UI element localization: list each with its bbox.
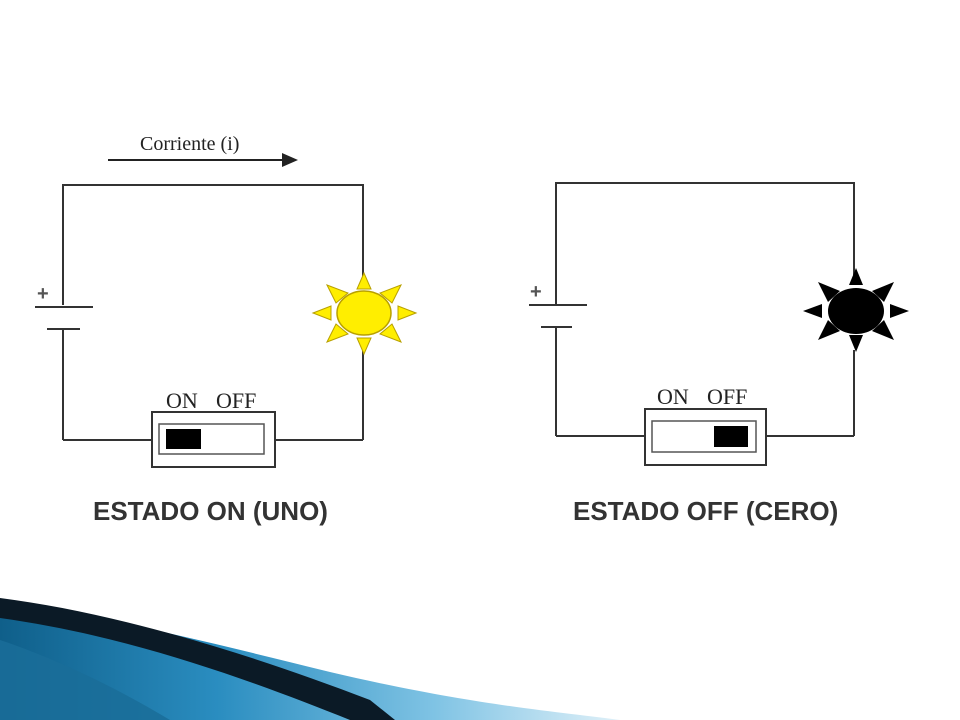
left-circuit: Corriente (i) + ON OFF bbox=[35, 133, 418, 526]
left-circuit-caption: ESTADO ON (UNO) bbox=[93, 496, 328, 526]
right-battery-plus-sign: + bbox=[530, 281, 542, 303]
right-switch-off-label: OFF bbox=[707, 384, 747, 409]
left-lamp-lit-icon bbox=[311, 271, 418, 356]
footer-swoosh bbox=[0, 598, 620, 720]
current-arrow-head-icon bbox=[282, 153, 298, 167]
footer-swoosh-dark bbox=[0, 598, 395, 720]
right-lamp-dark-icon bbox=[803, 268, 909, 352]
left-switch-off-label: OFF bbox=[216, 388, 256, 413]
left-lamp-bulb bbox=[336, 290, 392, 336]
left-wire-top bbox=[62, 184, 364, 305]
current-label: Corriente (i) bbox=[140, 133, 239, 155]
left-switch-on-label: ON bbox=[166, 388, 198, 413]
left-switch-knob-on bbox=[166, 429, 201, 449]
right-circuit-caption: ESTADO OFF (CERO) bbox=[573, 496, 838, 526]
right-switch-on-label: ON bbox=[657, 384, 689, 409]
right-switch-knob-off bbox=[714, 426, 748, 447]
right-lamp-bulb bbox=[828, 288, 884, 334]
right-wire-top bbox=[555, 182, 855, 305]
footer-swoosh-inner bbox=[0, 640, 170, 720]
right-circuit: + ON OFF ESTADO OFF (CERO) bbox=[529, 182, 909, 526]
left-battery-plus-sign: + bbox=[37, 283, 49, 305]
